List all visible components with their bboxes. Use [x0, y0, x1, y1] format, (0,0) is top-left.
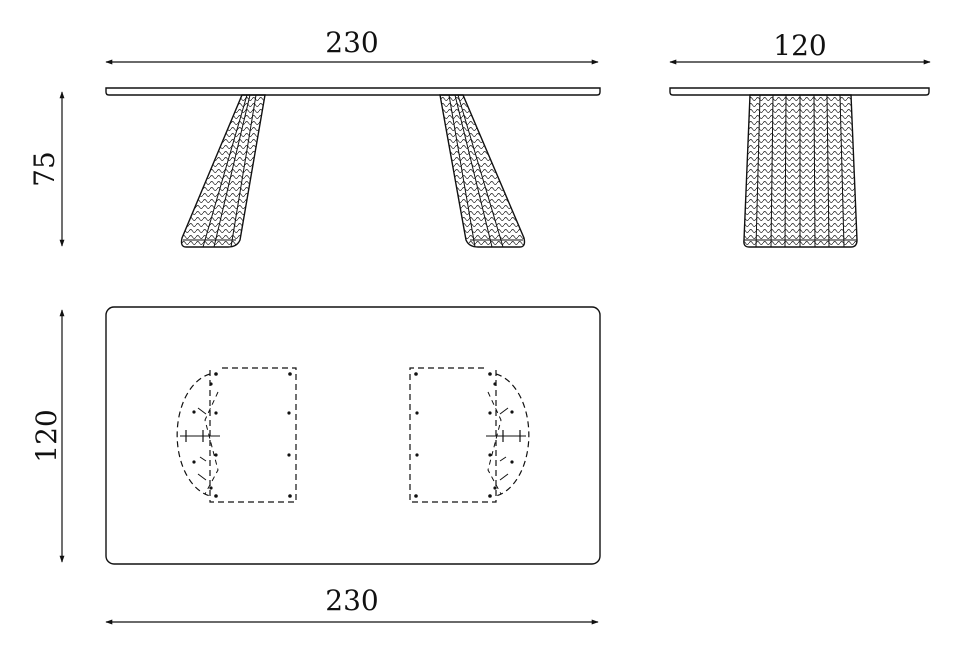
front-left-leg	[180, 94, 266, 248]
side-view: 120	[669, 29, 931, 248]
plan-tabletop-outline	[105, 306, 601, 565]
plan-depth-label: 120	[30, 409, 63, 462]
side-leg	[743, 94, 858, 248]
height-dimension: 75	[28, 91, 65, 247]
plan-width-label: 230	[325, 584, 378, 617]
front-width-label: 230	[325, 26, 378, 59]
top-view	[105, 306, 601, 565]
front-view: 230	[105, 26, 601, 248]
front-tabletop	[105, 87, 601, 96]
side-width-label: 120	[773, 29, 826, 62]
plan-width-dimension: 230	[105, 584, 599, 625]
plan-depth-dimension: 120	[30, 309, 65, 563]
front-right-leg	[439, 94, 526, 248]
side-tabletop	[669, 87, 930, 96]
height-label: 75	[28, 151, 61, 187]
plan-right-base-footprint	[409, 367, 530, 503]
plan-left-base-footprint	[176, 367, 297, 503]
